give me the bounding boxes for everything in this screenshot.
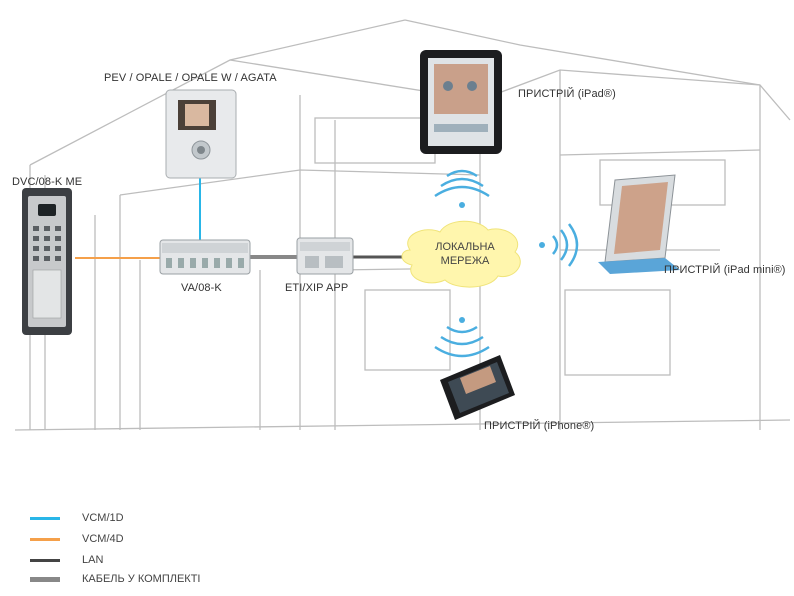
network-line-1: ЛОКАЛЬНА xyxy=(435,241,495,253)
legend-item-vcm4d: VCM/4D xyxy=(30,530,124,548)
va-label: VA/08-K xyxy=(181,282,222,294)
legend-label: КАБЕЛЬ У КОМПЛЕКТІ xyxy=(82,573,201,585)
network-cloud-label: ЛОКАЛЬНА МЕРЕЖА xyxy=(415,240,515,268)
pev-monitor xyxy=(165,89,237,179)
legend-item-vcm1d: VCM/1D xyxy=(30,509,124,527)
network-cloud xyxy=(401,220,521,288)
pev-label: PEV / OPALE / OPALE W / AGATA xyxy=(104,72,277,84)
iphone-label: ПРИСТРІЙ (iPhone®) xyxy=(484,420,595,432)
ipad-mini-device xyxy=(598,174,680,274)
iphone-device xyxy=(440,355,515,420)
legend-label: VCM/4D xyxy=(82,533,124,545)
dvc-entry-panel xyxy=(22,188,72,335)
ipad-mini-label: ПРИСТРІЙ (iPad mini®) xyxy=(664,264,786,276)
eti-xip-device xyxy=(296,237,354,275)
dvc-label: DVC/08-K ME xyxy=(12,176,83,188)
ipad-label: ПРИСТРІЙ (iPad®) xyxy=(518,88,616,100)
legend-swatch-vcm1d xyxy=(30,516,60,520)
ipad-device xyxy=(420,50,502,154)
wifi-iphone-icon xyxy=(434,317,490,358)
legend-swatch-lan xyxy=(30,558,60,562)
legend-swatch-kit-cable xyxy=(30,576,60,582)
network-line-2: МЕРЕЖА xyxy=(440,255,490,267)
legend-item-lan: LAN xyxy=(30,551,103,569)
eti-label: ETI/XIP APP xyxy=(285,282,349,294)
wifi-ipad-mini-icon xyxy=(539,223,579,267)
va08k-device xyxy=(159,239,251,275)
legend-label: LAN xyxy=(82,554,104,566)
wifi-ipad-icon xyxy=(434,169,490,208)
legend-label: VCM/1D xyxy=(82,512,124,524)
legend-item-kit-cable: КАБЕЛЬ У КОМПЛЕКТІ xyxy=(30,570,201,588)
legend-swatch-vcm4d xyxy=(30,537,60,541)
